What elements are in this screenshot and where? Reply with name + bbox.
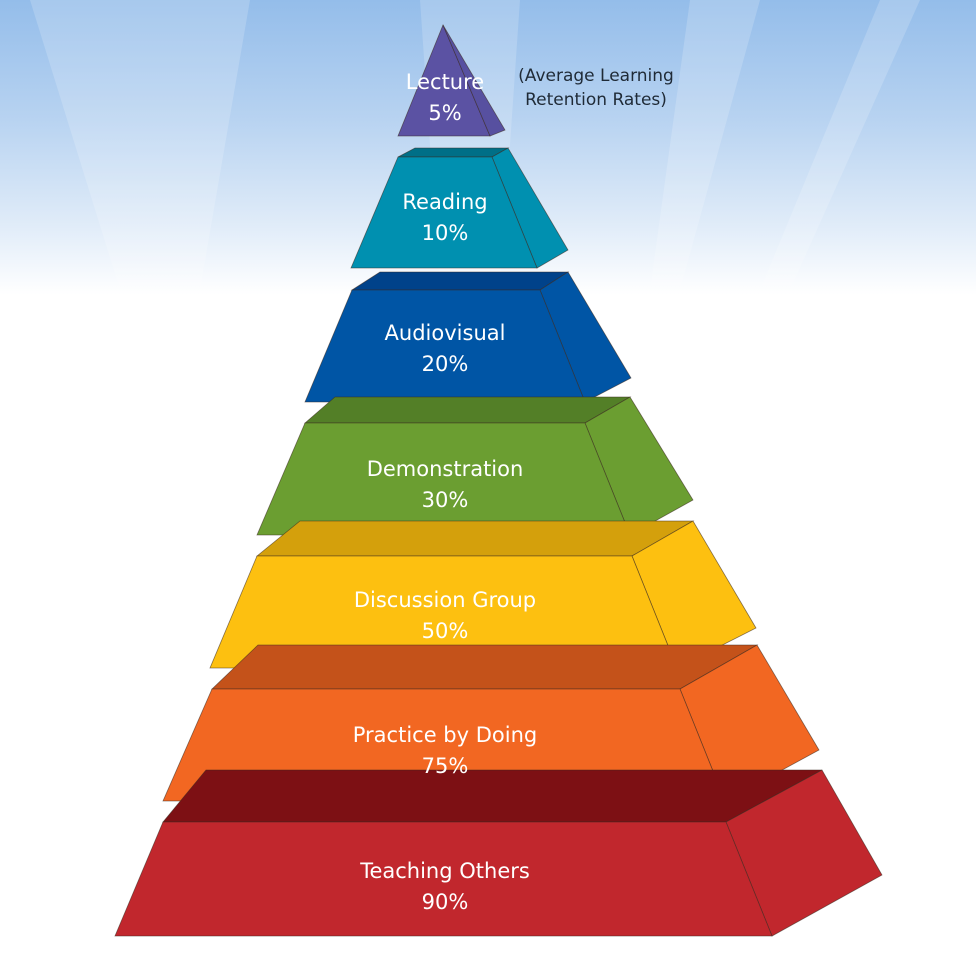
tier-reading-top [397,147,510,158]
tier-name: Practice by Doing [352,723,538,747]
tier-name: Audiovisual [384,321,506,345]
tier-name: Reading [402,190,488,214]
light-ray [30,0,250,290]
tier-label-discussion-group: Discussion Group 50% [295,585,595,647]
note-line-1: (Average Learning [518,66,674,86]
tier-label-lecture: Lecture 5% [295,67,595,129]
tier-label-audiovisual: Audiovisual 20% [295,318,595,380]
tier-name: Discussion Group [353,588,537,612]
tier-audiovisual-top [350,271,570,291]
tier-value: 10% [421,221,469,245]
tier-name: Lecture [405,70,485,94]
tier-lecture-side [442,24,506,137]
tier-reading-front [350,156,538,269]
tier-value: 30% [421,488,469,512]
tier-value: 90% [421,890,469,914]
tier-teaching-others-front [114,821,773,937]
tier-practice-by-doing-top [211,644,759,690]
tier-value: 5% [428,101,462,125]
tier-value: 20% [421,352,469,376]
tier-name: Demonstration [366,457,524,481]
light-ray [760,0,920,290]
light-ray [650,0,760,290]
retention-rates-note: (Average Learning Retention Rates) [506,64,686,112]
tier-demonstration-top [303,396,632,424]
tier-label-reading: Reading 10% [295,187,595,249]
tier-label-practice-by-doing: Practice by Doing 75% [295,720,595,782]
tier-value: 50% [421,619,469,643]
tier-label-teaching-others: Teaching Others 90% [295,856,595,918]
tier-name: Teaching Others [360,859,530,883]
tier-value: 75% [421,754,469,778]
tier-discussion-group-top [255,520,695,557]
note-line-2: Retention Rates) [525,90,667,110]
tier-label-demonstration: Demonstration 30% [295,454,595,516]
